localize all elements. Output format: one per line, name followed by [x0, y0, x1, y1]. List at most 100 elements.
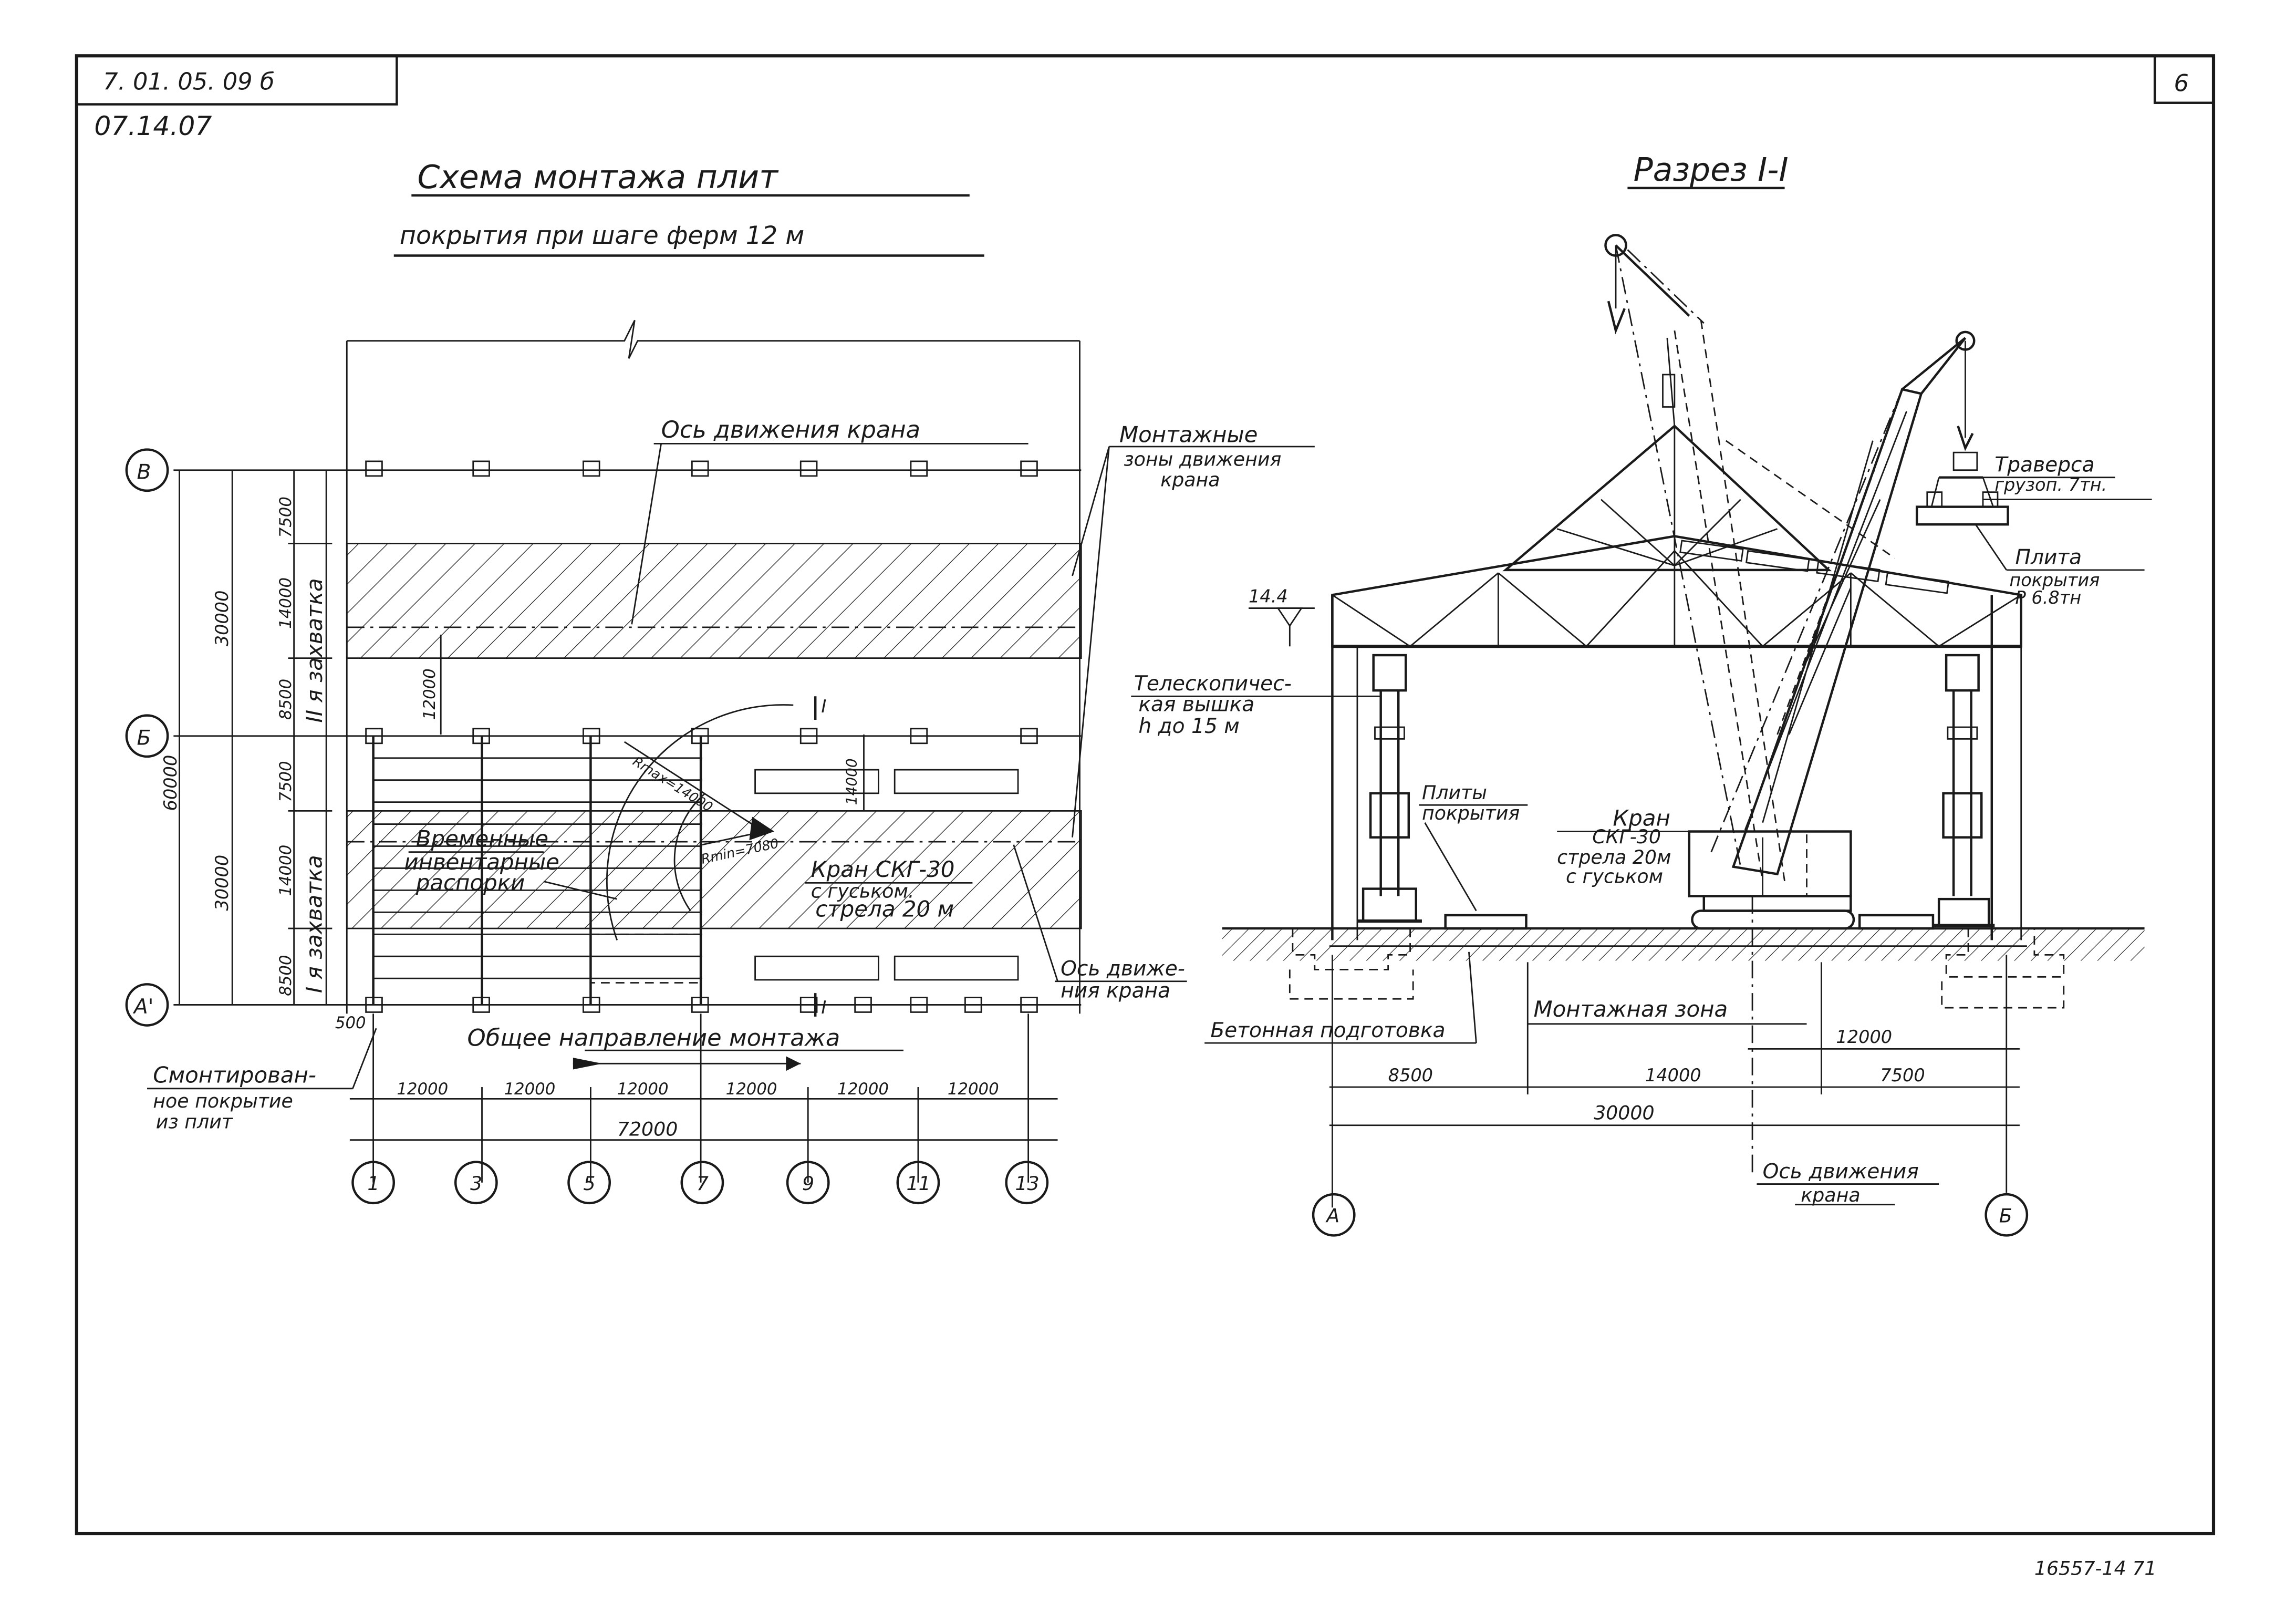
label-crane-s-l2: СКГ-30 [1592, 825, 1661, 848]
svg-text:11: 11 [907, 1172, 931, 1195]
label-slab-l3: Р 6.8тн [2016, 587, 2082, 608]
plan-title-line1: Схема монтажа плит [417, 158, 779, 196]
section-dimensions [1329, 896, 2020, 1208]
axis-col-1: 1 [351, 1161, 395, 1205]
label-slab-l2: покрытия [2009, 570, 2100, 591]
label-slabs-l1: Плиты [1422, 781, 1487, 804]
section-dim-3: 7500 [1880, 1065, 1925, 1085]
dim-12000-vertical: 12000 [420, 668, 439, 720]
axis-col-7: 7 [680, 1161, 724, 1205]
columns-row-v [365, 460, 1038, 477]
section-dim-12000: 12000 [1836, 1027, 1892, 1047]
dim-band-upper-3: 8500 [276, 679, 295, 720]
lifted-truss [1502, 424, 1832, 572]
sheet-frame [75, 54, 2216, 1536]
label-struts-l2: инвентарные [404, 849, 559, 875]
svg-text:1: 1 [367, 1172, 379, 1195]
label-struts-l1: Временные [416, 825, 548, 851]
crane-body [1688, 830, 1855, 930]
label-axis-s-l1: Ось движения [1763, 1160, 1919, 1183]
svg-text:13: 13 [1015, 1172, 1039, 1195]
vertical-dimensions [179, 470, 333, 1005]
label-crane-l1: Кран СКГ-30 [811, 856, 955, 882]
crane-radius-arcs [606, 704, 794, 940]
drawing-date: 07.14.07 [94, 110, 212, 141]
zone-upper-label: II я захватка [302, 578, 327, 722]
dim-h-3: 12000 [617, 1080, 669, 1099]
plan-view: Схема монтажа плит покрытия при шаге фер… [125, 158, 1315, 1205]
dim-band-upper-2: 14000 [276, 577, 295, 629]
drawing-code: 7. 01. 05. 09 б [103, 68, 274, 96]
label-traverse-l1: Траверса [1994, 453, 2094, 477]
section-mark-bottom: I [821, 997, 826, 1018]
axis-col-13: 13 [1005, 1161, 1049, 1205]
inventory-number: 16557-14 71 [2034, 1557, 2157, 1579]
dim-72000: 72000 [617, 1118, 678, 1140]
crane-boom-left [1604, 234, 1785, 882]
label-zones-l2: зоны движения [1124, 448, 1281, 470]
axis-col-9: 9 [786, 1161, 830, 1205]
label-axis2-l1: Ось движе- [1061, 957, 1185, 981]
label-mount-zone: Монтажная зона [1533, 996, 1728, 1022]
label-slabs-l2: покрытия [1422, 802, 1520, 824]
label-direction: Общее направление монтажа [467, 1024, 840, 1052]
label-mounted-l3: из плит [156, 1110, 234, 1133]
label-axis-s-l2: крана [1801, 1184, 1860, 1206]
svg-text:Б: Б [1999, 1204, 2012, 1227]
dim-30000-lower: 30000 [212, 855, 232, 911]
dim-h-2: 12000 [504, 1080, 555, 1099]
label-mounted-l2: ное покрытие [153, 1090, 293, 1112]
label-axis2-l2: ния крана [1061, 979, 1170, 1002]
tower-left [1357, 654, 1422, 923]
radius-max-label: Rmax=14000 [630, 753, 715, 814]
plan-title-line2: покрытия при шаге ферм 12 м [400, 221, 804, 250]
svg-text:5: 5 [583, 1172, 595, 1195]
dim-500: 500 [335, 1014, 366, 1032]
axis-col-3: 3 [454, 1161, 498, 1205]
section-view: Разрез I-I [1131, 151, 2152, 1237]
mounted-slabs [372, 736, 702, 1005]
dim-30000-upper: 30000 [212, 591, 232, 647]
label-crane-s-l4: с гуськом [1566, 865, 1663, 887]
label-tower-l3: h до 15 м [1138, 715, 1239, 738]
section-title: Разрез I-I [1634, 151, 1789, 189]
section-axis-a: А [1312, 1193, 1356, 1237]
slab-stacks [754, 769, 1019, 981]
dim-band-lower-1: 7500 [276, 761, 295, 802]
label-crane-s-l3: стрела 20м [1557, 846, 1671, 868]
label-struts-l3: распорки [415, 870, 525, 895]
crane-zone-lower [346, 810, 1082, 929]
axis-row-a: А' [125, 983, 169, 1027]
footings [1289, 928, 2065, 1009]
section-dim-1: 8500 [1388, 1065, 1433, 1085]
ground-slab-stack-right [1858, 914, 1935, 930]
roof-slabs [1679, 540, 1950, 594]
label-zones-l1: Монтажные [1119, 422, 1258, 448]
label-traverse-l2: грузоп. 7тн. [1994, 474, 2107, 495]
dim-h-5: 12000 [837, 1080, 889, 1099]
label-crane-s-l1: Кран [1613, 805, 1670, 831]
axis-row-b: Б [125, 714, 169, 758]
ground-slab-stack-left [1444, 914, 1528, 930]
label-mounted-l1: Смонтирован- [153, 1062, 316, 1088]
svg-text:Б: Б [137, 727, 151, 750]
label-tower-l2: кая вышка [1138, 692, 1254, 716]
section-axis-b: Б [1985, 1193, 2029, 1237]
dim-band-upper-1: 7500 [276, 497, 295, 537]
dim-h-6: 12000 [948, 1080, 999, 1099]
tower-right [1933, 654, 1995, 927]
axis-col-5: 5 [567, 1161, 611, 1205]
label-crane-l3: стрела 20 м [815, 896, 954, 922]
dim-h-1: 12000 [397, 1080, 448, 1099]
label-crane-l2: с гуськом. [811, 880, 915, 902]
dim-band-lower-2: 14000 [276, 845, 295, 896]
label-tower-l1: Телескопичес- [1134, 672, 1292, 696]
section-mark-top: I [821, 696, 826, 717]
dim-60000: 60000 [160, 755, 181, 811]
sheet-number: 6 [2174, 69, 2189, 97]
svg-text:9: 9 [802, 1172, 814, 1195]
horizontal-dimensions [349, 1014, 1058, 1183]
crane-zone-upper [346, 543, 1082, 659]
crane-boom-right [1710, 330, 1976, 876]
